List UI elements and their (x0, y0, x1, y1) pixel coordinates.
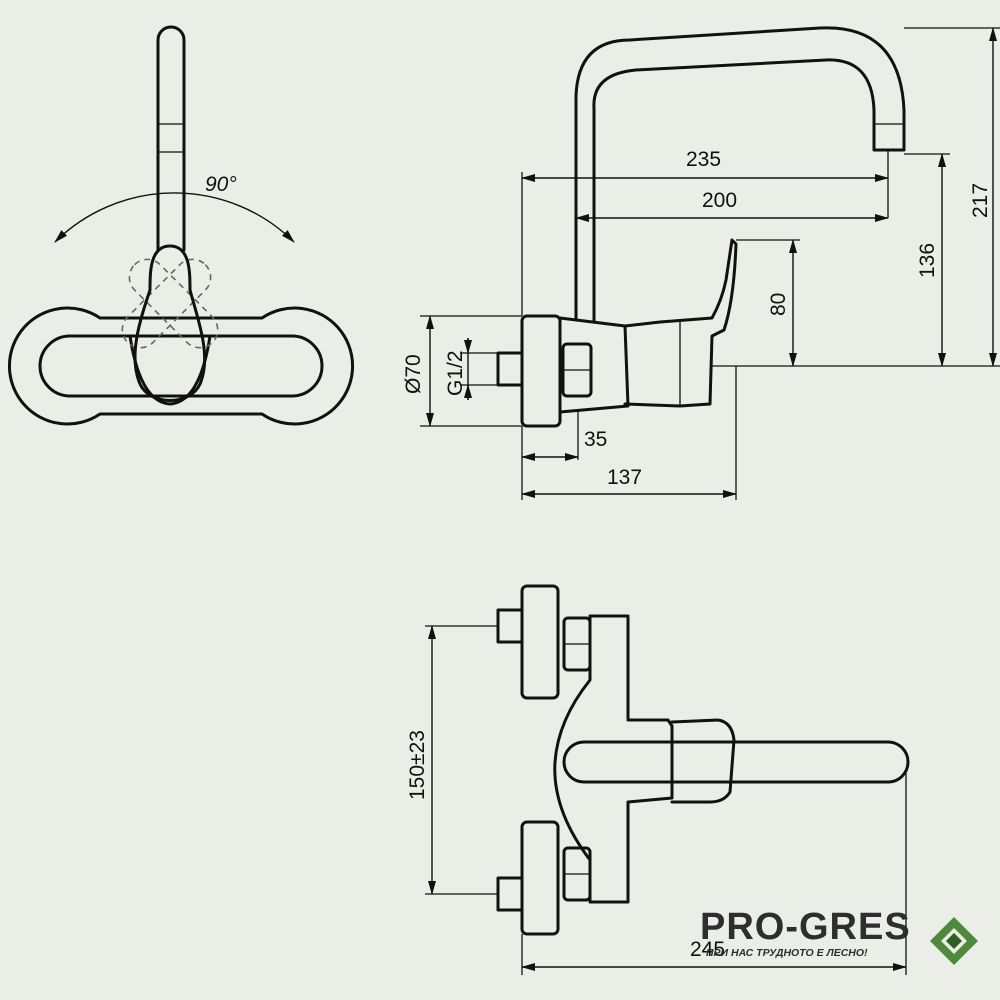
side-inlet-stub (496, 351, 524, 387)
side-wall-flange (520, 314, 562, 428)
ghost-lever-left (128, 258, 219, 349)
brand-name: PRO-GRES (700, 906, 911, 948)
dim-200-label: 200 (702, 189, 737, 212)
dim-80-label: 80 (767, 293, 790, 316)
side-spout (574, 26, 906, 324)
dim-150-label: 150±23 (406, 730, 429, 800)
side-view: 235 200 217 136 80 Ø70 G1/2 35 137 (402, 26, 1000, 500)
top-view-handle (670, 718, 736, 804)
top-view-lower-flange (520, 820, 560, 936)
front-wall-plate (7, 306, 355, 426)
dim-diameter-label: Ø70 (402, 354, 425, 394)
front-mixer-body (128, 334, 212, 406)
rotation-arc (54, 192, 295, 243)
brand-logo: PRO-GRES ПРИ НАС ТРУДНОТО Е ЛЕСНО! (700, 905, 990, 965)
dim-235-label: 235 (686, 148, 721, 171)
dim-137-label: 137 (607, 466, 642, 489)
front-spout (156, 25, 186, 252)
front-view: 90° (7, 25, 355, 426)
ghost-lever-right (121, 258, 212, 349)
front-lever-handle (133, 244, 207, 402)
top-view: 150±23 245 (406, 584, 910, 975)
dim-217-label: 217 (969, 183, 992, 218)
side-lever-handle (623, 238, 738, 408)
top-view-mixer-body (553, 614, 674, 904)
angle-label: 90° (205, 173, 237, 196)
front-body-slot (38, 334, 324, 398)
top-view-upper-stub (496, 608, 524, 644)
top-view-spout (562, 740, 910, 784)
dim-thread-label: G1/2 (444, 350, 467, 396)
brand-tagline: ПРИ НАС ТРУДНОТО Е ЛЕСНО! (706, 947, 868, 959)
top-view-upper-flange (520, 584, 560, 700)
dim-35-label: 35 (584, 428, 607, 451)
top-view-lower-stub (496, 876, 524, 912)
dim-136-label: 136 (916, 243, 939, 278)
side-mixer-body (558, 316, 630, 414)
diamond-logo-icon (930, 917, 978, 965)
dim-245-label: 245 (690, 938, 725, 961)
